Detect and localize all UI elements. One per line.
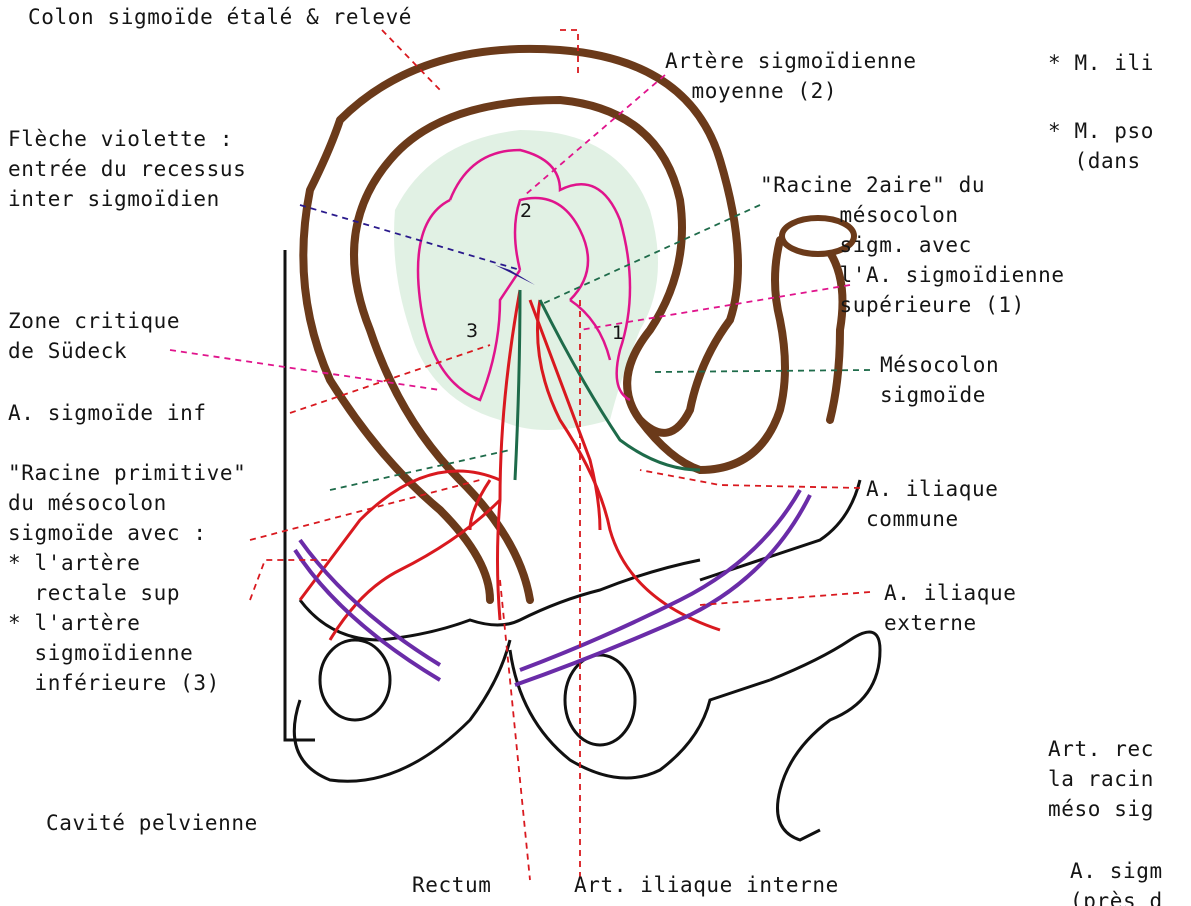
label-a-sigmoide-inf: A. sigmoïde inf xyxy=(8,398,207,428)
label-racine-2aire: "Racine 2aire" du mésocolon sigm. avec l… xyxy=(760,170,1065,320)
label-fleche-violette: Flèche violette : entrée du recessus int… xyxy=(8,124,246,214)
label-m-psoas: * M. pso (dans xyxy=(1048,116,1154,176)
number-1: 1 xyxy=(612,322,624,344)
number-2: 2 xyxy=(520,200,532,222)
label-m-iliaque: * M. ili xyxy=(1048,48,1154,78)
label-a-sigm-pres: A. sigm (près d xyxy=(1070,856,1163,906)
label-zone-sudeck: Zone critique de Südeck xyxy=(8,306,180,366)
label-rectum: Rectum xyxy=(412,870,491,900)
label-cavite-pelvienne: Cavité pelvienne xyxy=(46,808,258,838)
label-colon-sigmoide: Colon sigmoïde étalé & relevé xyxy=(28,2,412,32)
number-3: 3 xyxy=(466,320,478,342)
label-racine-primitive: "Racine primitive" du mésocolon sigmoïde… xyxy=(8,458,246,698)
label-a-iliaque-externe: A. iliaque externe xyxy=(884,578,1016,638)
arteries xyxy=(300,290,720,640)
label-artere-sigmoidienne-moyenne: Artère sigmoïdienne moyenne (2) xyxy=(665,46,917,106)
label-mesocolon-sigmoide: Mésocolon sigmoïde xyxy=(880,350,999,410)
label-art-rec-racine: Art. rec la racin méso sig xyxy=(1048,734,1154,824)
label-a-iliaque-commune: A. iliaque commune xyxy=(866,474,998,534)
label-art-iliaque-interne: Art. iliaque interne xyxy=(574,870,839,900)
